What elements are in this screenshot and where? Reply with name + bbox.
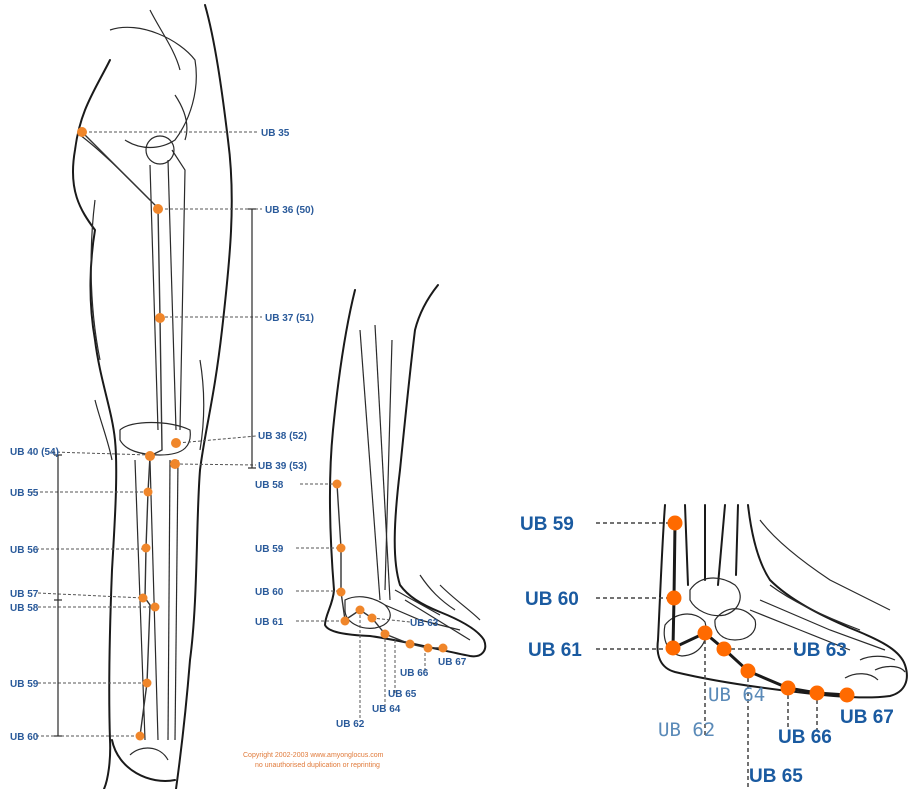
copyright: Copyright 2002-2003 www.amyonglocus.com … bbox=[243, 752, 384, 769]
point-ub67-zoom bbox=[840, 688, 855, 703]
label-mid-ub59: UB 59 bbox=[255, 544, 284, 555]
label-ub35: UB 35 bbox=[261, 128, 290, 139]
label-zoom-ub61: UB 61 bbox=[528, 640, 582, 661]
point-ub62-zoom bbox=[698, 626, 713, 641]
label-mid-ub65: UB 65 bbox=[388, 689, 417, 700]
point-ub55 bbox=[144, 488, 153, 497]
label-zoom-ub59: UB 59 bbox=[520, 514, 574, 535]
label-ub40: UB 40 (54) bbox=[10, 447, 59, 458]
right-leaders bbox=[596, 523, 817, 789]
point-ub66-mid bbox=[424, 644, 433, 653]
point-ub58 bbox=[151, 603, 160, 612]
label-mid-ub63: UB 63 bbox=[410, 618, 439, 629]
label-zoom-ub65: UB 65 bbox=[749, 766, 803, 787]
point-ub59-mid bbox=[337, 544, 346, 553]
point-ub64-zoom bbox=[717, 642, 732, 657]
point-ub36 bbox=[153, 204, 163, 214]
point-ub61-mid bbox=[341, 617, 350, 626]
left-leg-figure bbox=[73, 5, 232, 789]
point-ub38 bbox=[171, 438, 181, 448]
label-ub57: UB 57 bbox=[10, 589, 39, 600]
point-ub37 bbox=[155, 313, 165, 323]
point-ub65-zoom bbox=[741, 664, 756, 679]
point-ub58-mid bbox=[333, 480, 342, 489]
point-ub65-mid bbox=[406, 640, 415, 649]
point-ub60-zoom bbox=[667, 591, 682, 606]
label-mid-ub58: UB 58 bbox=[255, 480, 284, 491]
label-ub59: UB 59 bbox=[10, 679, 39, 690]
point-ub61-zoom bbox=[666, 641, 681, 656]
point-ub57 bbox=[139, 594, 148, 603]
point-ub35 bbox=[77, 127, 87, 137]
point-ub66-zoom bbox=[781, 681, 796, 696]
label-mid-ub62: UB 62 bbox=[336, 719, 365, 730]
label-ub39: UB 39 (53) bbox=[258, 461, 307, 472]
label-mid-ub66: UB 66 bbox=[400, 668, 429, 679]
point-ub62-mid bbox=[356, 606, 365, 615]
label-ub37: UB 37 (51) bbox=[265, 313, 314, 324]
point-ub67-mid bbox=[439, 644, 448, 653]
label-zoom-ub62: UB 62 bbox=[658, 719, 715, 741]
label-mid-ub60: UB 60 bbox=[255, 587, 284, 598]
right-foot-figure bbox=[658, 505, 907, 697]
right-points bbox=[666, 516, 855, 703]
label-ub38: UB 38 (52) bbox=[258, 431, 307, 442]
label-zoom-ub60: UB 60 bbox=[525, 589, 579, 610]
point-ub60-mid bbox=[337, 588, 346, 597]
copyright-line-2: no unauthorised duplication or reprintin… bbox=[255, 762, 380, 769]
label-mid-ub61: UB 61 bbox=[255, 617, 284, 628]
label-mid-ub67: UB 67 bbox=[438, 657, 467, 668]
label-ub56: UB 56 bbox=[10, 545, 39, 556]
label-zoom-ub67: UB 67 bbox=[840, 707, 894, 728]
point-ub39 bbox=[170, 459, 180, 469]
label-ub58: UB 58 bbox=[10, 603, 39, 614]
point-ub40 bbox=[145, 451, 155, 461]
point-ub64-mid bbox=[381, 630, 390, 639]
middle-leg-figure bbox=[325, 285, 485, 656]
label-ub55: UB 55 bbox=[10, 488, 39, 499]
point-ub59 bbox=[143, 679, 152, 688]
right-labels: UB 59 UB 60 UB 61 UB 63 UB 64 UB 62 UB 6… bbox=[520, 514, 894, 787]
point-ub60 bbox=[136, 732, 145, 741]
label-ub60: UB 60 bbox=[10, 732, 39, 743]
label-zoom-ub66: UB 66 bbox=[778, 727, 832, 748]
label-zoom-ub63: UB 63 bbox=[793, 640, 847, 661]
label-zoom-ub64: UB 64 bbox=[708, 684, 765, 706]
copyright-line-1: Copyright 2002-2003 www.amyonglocus.com bbox=[243, 752, 384, 759]
middle-labels: UB 58 UB 59 UB 60 UB 61 UB 63 UB 67 UB 6… bbox=[255, 480, 467, 730]
label-ub36: UB 36 (50) bbox=[265, 205, 314, 216]
left-leaders bbox=[30, 132, 262, 736]
point-ub59-zoom bbox=[668, 516, 683, 531]
point-ub63-mid bbox=[368, 614, 377, 623]
label-mid-ub64: UB 64 bbox=[372, 704, 401, 715]
point-ub56 bbox=[142, 544, 151, 553]
point-ub67a-zoom bbox=[810, 686, 825, 701]
